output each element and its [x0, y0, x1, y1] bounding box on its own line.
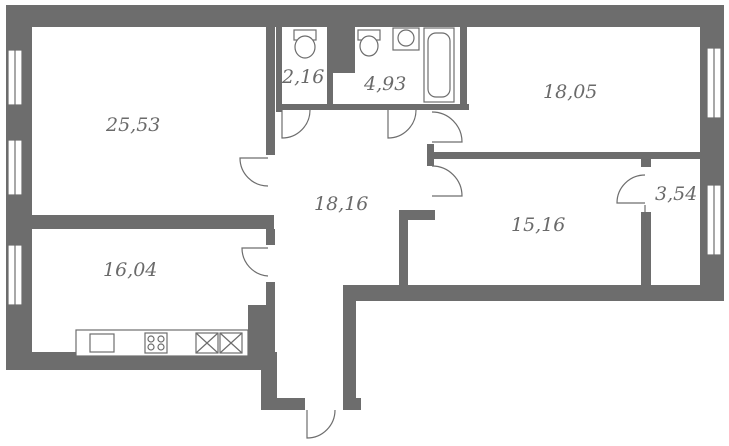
windows — [7, 47, 722, 306]
room-area-kitchen: 16,04 — [103, 259, 157, 281]
door-bedroom-east — [431, 111, 463, 143]
room-area-bathroom: 4,93 — [363, 73, 406, 95]
room-area-closet: 3,54 — [655, 183, 697, 205]
interior-walls — [32, 27, 700, 357]
door-closet — [616, 174, 646, 204]
door-bedroom-middle — [431, 165, 463, 197]
area-labels: 25,53 18,05 18,16 16,04 15,16 2,16 4,93 … — [103, 66, 697, 281]
fixtures — [75, 27, 455, 357]
bathtub-icon — [423, 27, 455, 103]
door-wc — [281, 109, 311, 139]
kitchen-sink-icon — [89, 333, 115, 353]
door-kitchen — [241, 247, 269, 277]
kitchen-counter — [75, 329, 249, 357]
room-area-bedroom-middle: 15,16 — [511, 214, 565, 236]
sink-icon — [392, 27, 420, 51]
room-area-hall: 18,16 — [314, 193, 368, 215]
room-area-living: 25,53 — [105, 114, 160, 136]
room-area-bedroom-east: 18,05 — [543, 81, 597, 103]
stove-icon — [144, 332, 168, 354]
door-entrance — [306, 409, 336, 439]
door-bathroom — [387, 109, 417, 139]
door-living — [239, 157, 269, 187]
toilet-icon — [293, 29, 317, 59]
bathroom-toilet-icon — [357, 29, 381, 57]
room-area-wc: 2,16 — [281, 66, 324, 88]
doors — [239, 109, 646, 439]
outer-walls — [6, 5, 724, 410]
